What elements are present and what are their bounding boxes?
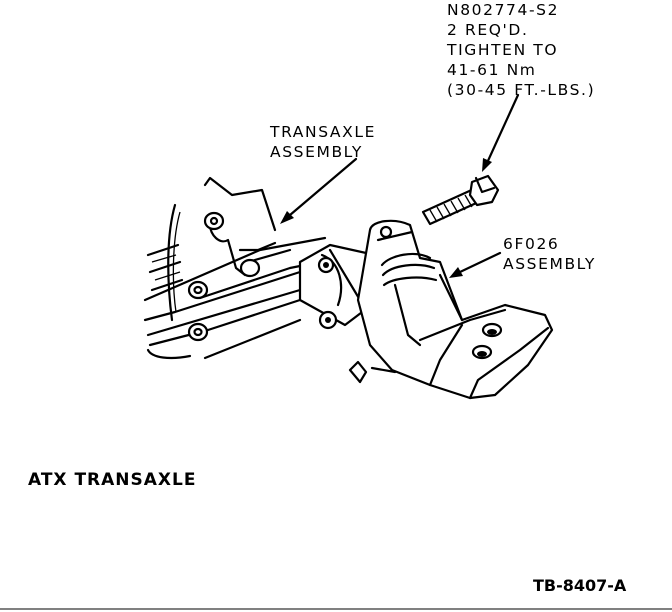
- transaxle-callout: TRANSAXLE ASSEMBLY: [270, 122, 376, 162]
- mount-callout: 6F026 ASSEMBLY: [503, 234, 596, 274]
- bolt-torque-ftlbs: (30-45 FT.-LBS.): [447, 81, 596, 99]
- figure-caption: ATX TRANSAXLE: [28, 470, 197, 490]
- bolt-callout: N802774-S2 2 REQ'D. TIGHTEN TO 41-61 Nm …: [447, 0, 595, 100]
- leader-lines: [280, 93, 520, 278]
- mount-label-line1: 6F026: [503, 235, 560, 253]
- bolt-instruction: TIGHTEN TO: [447, 41, 559, 59]
- bolt-quantity: 2 REQ'D.: [447, 21, 529, 39]
- bolt: [421, 174, 500, 226]
- bolt-torque-nm: 41-61 Nm: [447, 61, 537, 79]
- bolt-part-number: N802774-S2: [447, 1, 560, 19]
- transaxle-label-line2: ASSEMBLY: [270, 143, 363, 161]
- figure-code: TB-8407-A: [533, 576, 627, 595]
- mount-assembly: [348, 219, 554, 400]
- transaxle-label-line1: TRANSAXLE: [270, 123, 376, 141]
- transaxle-case: [143, 176, 327, 360]
- mount-label-line2: ASSEMBLY: [503, 255, 596, 273]
